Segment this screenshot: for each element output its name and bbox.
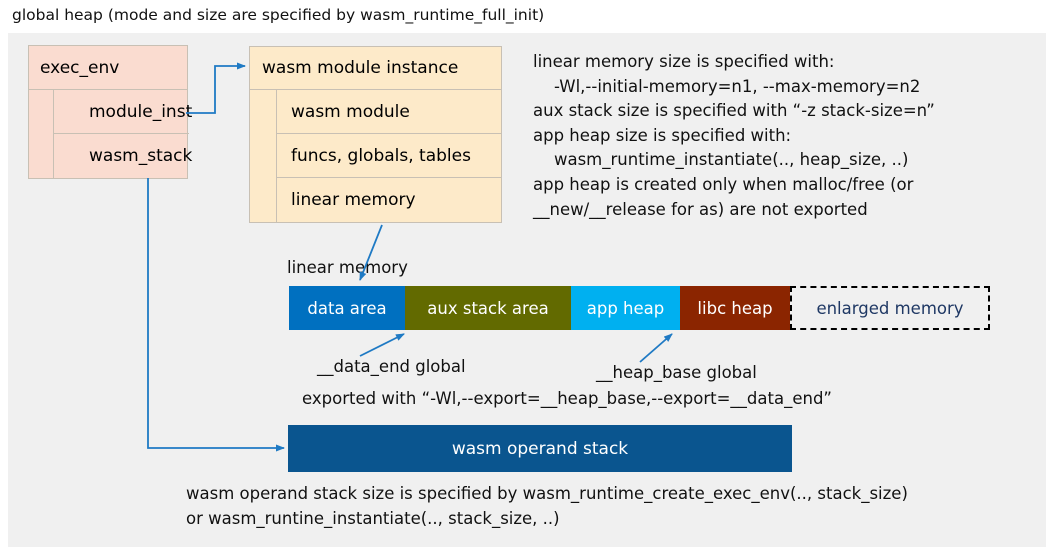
linear-memory-notes: linear memory size is specified with: -W…: [533, 52, 935, 219]
module-instance-header: wasm module instance: [250, 47, 501, 90]
annotation-exported: exported with “-Wl,--export=__heap_base,…: [302, 389, 832, 408]
memory-segment-aux-stack-area: aux stack area: [405, 286, 571, 330]
annotation-data-end: __data_end global: [317, 357, 466, 376]
module-instance-field-funcs-globals-tables: funcs, globals, tables: [276, 134, 501, 178]
linear-memory-caption: linear memory: [287, 258, 408, 277]
annotation-heap-base: __heap_base global: [596, 363, 757, 382]
operand-stack-note: wasm operand stack size is specified by …: [186, 484, 908, 528]
module-instance-field-linear-memory: linear memory: [276, 178, 501, 222]
exec-env-field-wasm-stack: wasm_stack: [53, 134, 192, 178]
module-instance-field-wasm-module: wasm module: [276, 90, 501, 134]
wasm-module-instance-box: wasm module instance wasm module funcs, …: [249, 46, 502, 223]
page-title: global heap (mode and size are specified…: [12, 6, 545, 24]
exec-env-field-module-inst: module_inst: [53, 90, 192, 134]
exec-env-box: exec_env module_inst wasm_stack: [28, 45, 192, 179]
exec-env-header: exec_env: [29, 46, 187, 90]
memory-segment-enlarged-memory: enlarged memory: [790, 286, 990, 330]
memory-segment-app-heap: app heap: [571, 286, 680, 330]
memory-segment-data-area: data area: [289, 286, 405, 330]
memory-segment-libc-heap: libc heap: [680, 286, 790, 330]
wasm-operand-stack-label: wasm operand stack: [451, 438, 629, 459]
wasm-operand-stack-box: wasm operand stack: [288, 425, 792, 472]
